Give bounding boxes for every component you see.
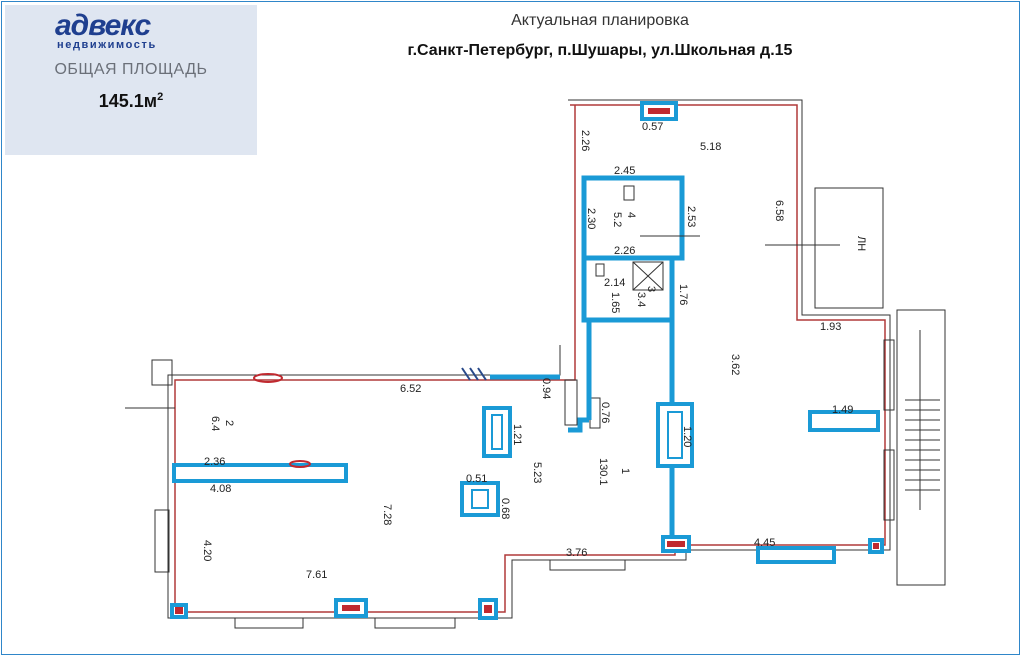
dim-362: 3.62 bbox=[729, 354, 741, 375]
window-bottom-3 bbox=[549, 559, 626, 571]
corridor-notch bbox=[568, 417, 589, 433]
outer-walls bbox=[174, 104, 886, 613]
window-bottom-1 bbox=[234, 617, 304, 629]
room-1-area: 130.1 bbox=[597, 458, 609, 486]
dim-193: 1.93 bbox=[820, 321, 841, 333]
room-2-area: 6.4 bbox=[209, 416, 221, 431]
fixture-small bbox=[595, 263, 605, 277]
dim-523: 5.23 bbox=[531, 462, 543, 483]
dim-214: 2.14 bbox=[604, 277, 625, 289]
marker-bottom-mid bbox=[342, 605, 360, 611]
dim-176: 1.76 bbox=[677, 284, 689, 305]
room-1-number: 1 bbox=[619, 468, 631, 474]
stair-steps bbox=[905, 330, 940, 510]
room-4-number: 4 bbox=[625, 212, 637, 218]
outer-wall-line bbox=[174, 104, 886, 613]
dim-652: 6.52 bbox=[400, 383, 421, 395]
dim-253: 2.53 bbox=[685, 206, 697, 227]
dim-165: 1.65 bbox=[609, 292, 621, 313]
column-121 bbox=[482, 406, 512, 458]
dim-051: 0.51 bbox=[466, 473, 487, 485]
dim-149: 1.49 bbox=[832, 404, 853, 416]
window-left bbox=[154, 509, 170, 573]
total-area-label: ОБЩАЯ ПЛОЩАДЬ bbox=[54, 61, 208, 78]
brand-subtitle: недвижимость bbox=[57, 39, 157, 51]
dim-068: 0.68 bbox=[499, 498, 511, 519]
dim-445: 4.45 bbox=[754, 537, 775, 549]
top-vent-marker bbox=[648, 108, 670, 114]
beam-left bbox=[172, 463, 348, 483]
dim-658: 6.58 bbox=[773, 200, 785, 221]
room-4-wc bbox=[581, 175, 685, 261]
marker-bottom-505 bbox=[484, 605, 492, 613]
window-right-2 bbox=[883, 449, 895, 521]
dim-230: 2.30 bbox=[585, 208, 597, 229]
dim-420: 4.20 bbox=[201, 540, 213, 561]
toilet-icon bbox=[623, 185, 635, 201]
red-markers bbox=[175, 108, 879, 614]
room-3-number: 3 bbox=[645, 286, 657, 292]
dim-226a: 2.26 bbox=[579, 130, 591, 151]
column-121-inner bbox=[491, 414, 503, 450]
room-4-area: 5.2 bbox=[611, 212, 623, 227]
marker-bottom-right bbox=[873, 543, 879, 549]
column-center bbox=[460, 481, 500, 517]
column-120 bbox=[656, 402, 694, 468]
hatch-marks bbox=[461, 367, 487, 381]
blue-partitions bbox=[490, 175, 685, 540]
brand-logo: адвекс bbox=[55, 9, 151, 42]
dim-245: 2.45 bbox=[614, 165, 635, 177]
window-right bbox=[883, 339, 895, 411]
column-120-inner bbox=[667, 411, 683, 459]
sink-icon-outer bbox=[632, 261, 664, 291]
outer-black-wall bbox=[167, 99, 891, 619]
blue-columns bbox=[170, 101, 884, 620]
dim-408: 4.08 bbox=[210, 483, 231, 495]
plan-title: Актуальная планировка bbox=[511, 12, 689, 29]
dim-518: 5.18 bbox=[700, 141, 721, 153]
dim-094: 0.94 bbox=[540, 378, 552, 399]
marker-bottom-center bbox=[667, 541, 685, 547]
window-blue-bottom bbox=[756, 546, 836, 564]
dim-121: 1.21 bbox=[511, 424, 523, 445]
brand-panel: адвекс недвижимость ОБЩАЯ ПЛОЩАДЬ 145.1м… bbox=[5, 5, 257, 155]
total-area-number: 145.1м bbox=[98, 91, 158, 111]
column-149 bbox=[808, 410, 880, 432]
dim-226b: 2.26 bbox=[614, 245, 635, 257]
wc-fixtures bbox=[595, 185, 700, 291]
sink-icon-cross-b bbox=[632, 261, 664, 291]
dim-761: 7.61 bbox=[306, 569, 327, 581]
dim-076: 0.76 bbox=[599, 402, 611, 423]
dim-057: 0.57 bbox=[642, 121, 663, 133]
total-area-unit-sup: 2 bbox=[157, 91, 164, 103]
dim-120: 1.20 bbox=[681, 426, 693, 447]
structural-lines bbox=[125, 99, 946, 629]
marker-bottom-left bbox=[175, 607, 183, 614]
inner-wall-stub bbox=[564, 379, 578, 426]
left-wall-recess bbox=[151, 359, 173, 386]
balcony-label-lh: ЛН bbox=[855, 236, 867, 251]
room-3-walls bbox=[581, 258, 675, 323]
dim-728: 7.28 bbox=[381, 504, 393, 525]
room-2-number: 2 bbox=[223, 420, 235, 426]
dim-236: 2.36 bbox=[204, 456, 225, 468]
wall-highlights bbox=[253, 373, 311, 468]
plan-address: г.Санкт-Петербург, п.Шушары, ул.Школьная… bbox=[407, 42, 793, 59]
balcony-lh bbox=[814, 187, 884, 309]
room-3-area: 3.4 bbox=[635, 292, 647, 307]
total-area-value: 145.1м2 bbox=[5, 91, 257, 112]
column-center-inner bbox=[471, 489, 489, 509]
window-bottom-2 bbox=[374, 617, 456, 629]
staircase bbox=[896, 309, 946, 586]
dim-376: 3.76 bbox=[566, 547, 587, 559]
